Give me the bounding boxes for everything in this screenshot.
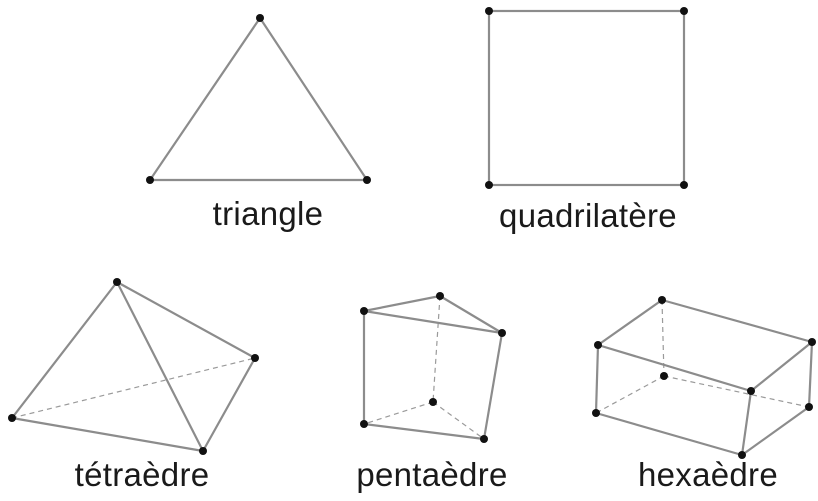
tetrahedron-node <box>113 278 121 286</box>
tetrahedron-edge <box>115 280 205 453</box>
hexahedron-hidden-edge <box>663 375 810 408</box>
hexahedron-edge <box>594 411 744 457</box>
hexahedron-node <box>658 296 666 304</box>
pentahedron-hidden-edge <box>363 401 434 425</box>
hexahedron-label: hexaèdre <box>637 456 779 493</box>
tetrahedron-hidden-edge <box>11 357 256 419</box>
pentahedron-edge <box>362 294 442 313</box>
pentahedron-edge <box>482 331 504 441</box>
triangle-node <box>256 14 264 22</box>
quadrilateral-shape <box>485 7 688 189</box>
pentahedron-node <box>480 435 488 443</box>
tetrahedron-edge <box>201 356 257 453</box>
hexahedron-node <box>592 409 600 417</box>
tetrahedron-edge <box>10 280 119 420</box>
triangle-node <box>146 176 154 184</box>
hexahedron-edge <box>749 340 814 393</box>
pentahedron-edge <box>438 294 504 335</box>
tetrahedron-shape <box>8 278 259 455</box>
hexahedron-edge <box>596 343 753 393</box>
triangle-node <box>363 176 371 184</box>
tetrahedron-node <box>251 354 259 362</box>
pentahedron-hidden-edge <box>432 295 441 403</box>
hexahedron-edge <box>596 298 664 347</box>
pentahedron-node <box>498 329 506 337</box>
tetrahedron-node <box>8 414 16 422</box>
triangle-label: triangle <box>212 195 324 232</box>
hexahedron-node <box>747 387 755 395</box>
hexahedron-node <box>594 341 602 349</box>
hexahedron-edge <box>740 405 811 457</box>
pentahedron-hidden-edge <box>432 401 485 440</box>
quadrilateral-edges <box>487 9 686 187</box>
tetrahedron-label: tétraèdre <box>74 456 210 493</box>
quadrilateral-node <box>485 181 493 189</box>
hexahedron-edge <box>660 298 814 344</box>
pentahedron-label: pentaèdre <box>356 456 508 493</box>
hexahedron-edge <box>740 389 753 457</box>
pentahedron-node <box>360 420 368 428</box>
quadrilateral-node <box>680 181 688 189</box>
quadrilateral-node <box>680 7 688 15</box>
hexahedron-hidden-edge <box>661 299 665 377</box>
tetrahedron-node <box>199 447 207 455</box>
hexahedron-edge <box>807 340 814 409</box>
pentahedron-edge <box>362 309 504 335</box>
hexahedron-node <box>805 403 813 411</box>
pentahedron-edge <box>362 422 486 441</box>
quadrilateral-label: quadrilatère <box>499 197 677 234</box>
tetrahedron-edge <box>10 416 205 453</box>
pentahedron-node <box>360 307 368 315</box>
tetrahedron-edge <box>115 280 257 360</box>
pentahedron-node <box>436 292 444 300</box>
hexahedron-hidden-edge <box>595 375 665 414</box>
pentahedron-shape <box>360 292 506 443</box>
hexahedron-edge <box>594 343 600 415</box>
triangle-shape <box>146 14 371 184</box>
quadrilateral-node <box>485 7 493 15</box>
pentahedron-node <box>429 398 437 406</box>
hexahedron-node <box>738 451 746 459</box>
hexahedron-node <box>660 372 668 380</box>
triangle-edges <box>147 16 370 182</box>
hexahedron-shape <box>592 296 816 459</box>
hexahedron-node <box>808 338 816 346</box>
